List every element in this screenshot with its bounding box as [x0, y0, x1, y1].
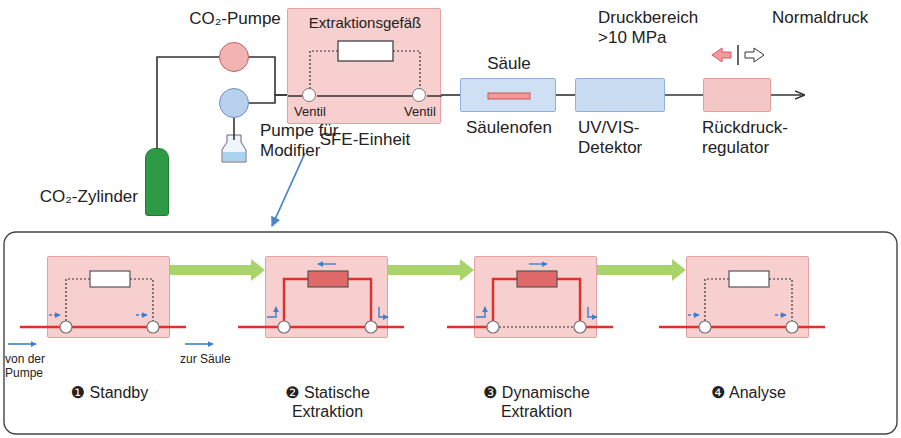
node-caption: Säulenofen: [449, 118, 569, 138]
step-arrow: [170, 265, 251, 275]
valve-symbol: [574, 321, 586, 333]
outlet-line: [771, 94, 804, 96]
column-tube: [488, 93, 530, 99]
flow-arrow: [476, 307, 485, 317]
valve-symbol: [786, 321, 798, 333]
node-label: Ventil: [287, 104, 333, 120]
node-label: CO₂-Zylinder: [4, 187, 138, 207]
valve-symbol: [487, 321, 499, 333]
node-label: Extraktionsgefäß: [288, 14, 442, 32]
valve-symbol: [147, 321, 159, 333]
pressure-arrow: [712, 48, 731, 62]
extraction-vessel: [308, 271, 348, 287]
sfe-unit: ExtraktionsgefäßSFE-EinheitVentilVentil: [287, 8, 441, 124]
node-caption: SFE-Einheit: [278, 130, 452, 150]
flow-line: [665, 94, 703, 96]
valve-symbol: [699, 321, 711, 333]
flow-line: [447, 326, 613, 328]
valve-symbol: [278, 321, 290, 333]
flow-line: [556, 94, 575, 96]
panel-frame: [4, 232, 897, 434]
flow-line: [249, 95, 287, 103]
node-label: ❹ Analyse: [675, 383, 822, 402]
flow-line: [238, 326, 404, 328]
pressure-boundary: [737, 45, 739, 65]
valve: Ventil: [302, 88, 316, 102]
gas-cylinder: CO₂-Zylinder: [145, 148, 169, 216]
extraction-vessel: [338, 41, 393, 61]
flow-line: [20, 326, 186, 328]
valve-symbol: [60, 321, 72, 333]
flow-arrow: [8, 343, 36, 345]
flow-line: [157, 57, 219, 148]
idle-line: [499, 326, 574, 327]
node-illustration: [475, 257, 596, 337]
flow-line: [441, 94, 460, 96]
node-label: ❶ Standby: [36, 383, 183, 402]
extraction-vessel: [729, 271, 769, 287]
flow-line: [659, 326, 825, 328]
annotation: Druckbereich >10 MPa: [598, 8, 712, 49]
flow-arrow: [267, 307, 276, 317]
annotation: Normaldruck: [772, 8, 896, 28]
flow-line: [249, 57, 287, 95]
annotation: von der Pumpe: [5, 352, 63, 381]
flow-arrow: [529, 263, 547, 264]
back-pressure-regulator: Rückdruck- regulator: [703, 78, 771, 112]
flow-arrow: [588, 307, 597, 317]
modifier-pump: Pumpe für Modifier: [219, 88, 249, 118]
step-arrow: [597, 265, 672, 275]
co2-pump: CO₂-Pumpe: [219, 42, 249, 72]
node-illustration: [687, 257, 808, 337]
solvent-liquid: [223, 152, 245, 161]
node-label: ❸ Dynamische Extraktion: [463, 383, 610, 421]
node-label: Rückdruck- regulator: [702, 118, 806, 159]
annotation: zur Säule: [180, 352, 252, 366]
extraction-vessel: [90, 271, 130, 287]
detail-pointer: [272, 153, 305, 226]
step-arrow: [388, 265, 460, 275]
flow-arrow: [49, 314, 60, 315]
process-step: ❹ Analyse: [686, 256, 809, 338]
node-label: UV/VIS- Detektor: [578, 118, 668, 159]
flow-arrow: [688, 314, 699, 315]
valve: Ventil: [412, 88, 426, 102]
flow-arrow: [136, 314, 147, 315]
node-label: Ventil: [397, 104, 443, 120]
flow-arrow: [318, 263, 336, 264]
uv-vis-detector: UV/VIS- Detektor: [575, 78, 665, 112]
pressure-arrow: [745, 48, 764, 62]
node-illustration: [48, 257, 169, 337]
flow-arrow: [185, 343, 213, 345]
valve-symbol: [365, 321, 377, 333]
extraction-vessel: [517, 271, 557, 287]
process-step: ❶ Standby: [47, 256, 170, 338]
node-label: Säule: [461, 54, 557, 74]
node-illustration: [461, 79, 555, 111]
node-illustration: [266, 257, 387, 337]
process-step: ❷ Statische Extraktion: [265, 256, 388, 338]
column-oven: SäuleSäulenofen: [460, 78, 556, 112]
process-step: ❸ Dynamische Extraktion: [474, 256, 597, 338]
flow-arrow: [379, 307, 388, 317]
supply-line: [233, 118, 235, 140]
node-label: CO₂-Pumpe: [184, 9, 286, 29]
node-label: ❷ Statische Extraktion: [254, 383, 401, 421]
flow-arrow: [775, 314, 786, 315]
